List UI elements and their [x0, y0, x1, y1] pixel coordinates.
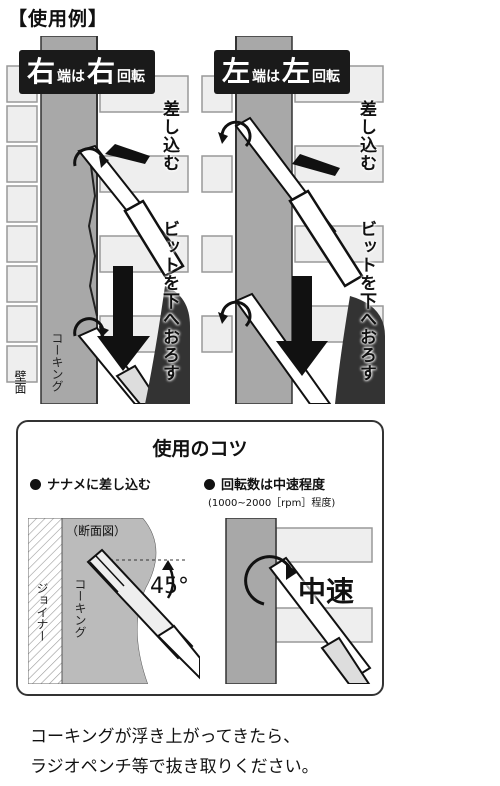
push-down-label: ビットを下へおろす — [356, 220, 376, 382]
banner-side-text: 端は — [252, 69, 281, 85]
banner-rotation-text: 回転 — [117, 69, 146, 85]
footer-line-2: ラジオペンチ等で抜き取りください。 — [30, 757, 319, 777]
insert-arrow-icon — [105, 144, 150, 164]
usage-panel-left-end: 左 端は 左 回転 差し込む ビットを下へおろす — [200, 36, 385, 404]
banner-rotation-text: 回転 — [312, 69, 341, 85]
down-arrow-icon — [276, 276, 328, 376]
tip-angle: ナナメに差し込む — [30, 474, 151, 493]
tip-angle-text: ナナメに差し込む — [47, 478, 152, 493]
banner-direction-char: 右 — [87, 55, 116, 88]
usage-tips-box: 使用のコツ ナナメに差し込む 回転数は中速程度 (1000~2000［rpm］程… — [16, 420, 384, 696]
rotation-arrow-icon — [220, 120, 252, 328]
speed-label: 中速 — [298, 575, 355, 608]
wall-label: 壁面 — [13, 370, 27, 394]
page-heading: 【使用例】 — [8, 8, 109, 30]
bullet-icon — [204, 479, 215, 490]
tip-speed: 回転数は中速程度 — [204, 474, 325, 493]
banner-side-char: 左 — [222, 55, 251, 88]
rotation-banner: 右 端は 右 回転 — [19, 50, 156, 94]
tip-speed-text: 回転数は中速程度 — [221, 478, 326, 493]
rotation-arrow-icon — [244, 555, 294, 606]
router-bit-icon — [77, 144, 185, 404]
router-bit-icon — [86, 548, 200, 680]
joiner-label: ジョイナー — [35, 582, 49, 642]
down-arrow-icon — [97, 266, 150, 371]
bullet-icon — [30, 479, 41, 490]
insert-label: 差し込む — [159, 100, 179, 172]
banner-side-char: 右 — [27, 55, 56, 88]
banner-direction-char: 左 — [282, 55, 311, 88]
router-bit-icon — [268, 556, 372, 684]
speed-note: (1000~2000［rpm］程度) — [208, 498, 336, 509]
push-down-label: ビットを下へおろす — [159, 220, 179, 382]
cross-section-label: （断面図） — [66, 524, 127, 538]
banner-side-text: 端は — [57, 69, 86, 85]
caulking-label: コーキング — [73, 578, 87, 638]
cross-section-diagram — [28, 518, 200, 684]
rotation-banner: 左 端は 左 回転 — [214, 50, 351, 94]
caulking-label: コーキング — [50, 332, 64, 392]
angle-label: 45° — [150, 574, 189, 599]
tips-title: 使用のコツ — [152, 438, 248, 460]
insert-label: 差し込む — [356, 100, 376, 172]
rotation-arrow-icon — [73, 147, 105, 337]
brick-wall-illustration — [200, 36, 385, 404]
footer-line-1: コーキングが浮き上がってきたら、 — [30, 727, 301, 747]
insert-arrow-icon — [292, 154, 340, 176]
speed-diagram — [204, 518, 374, 684]
usage-panel-right-end: 右 端は 右 回転 差し込む ビットを下へおろす コーキング — [5, 36, 190, 404]
